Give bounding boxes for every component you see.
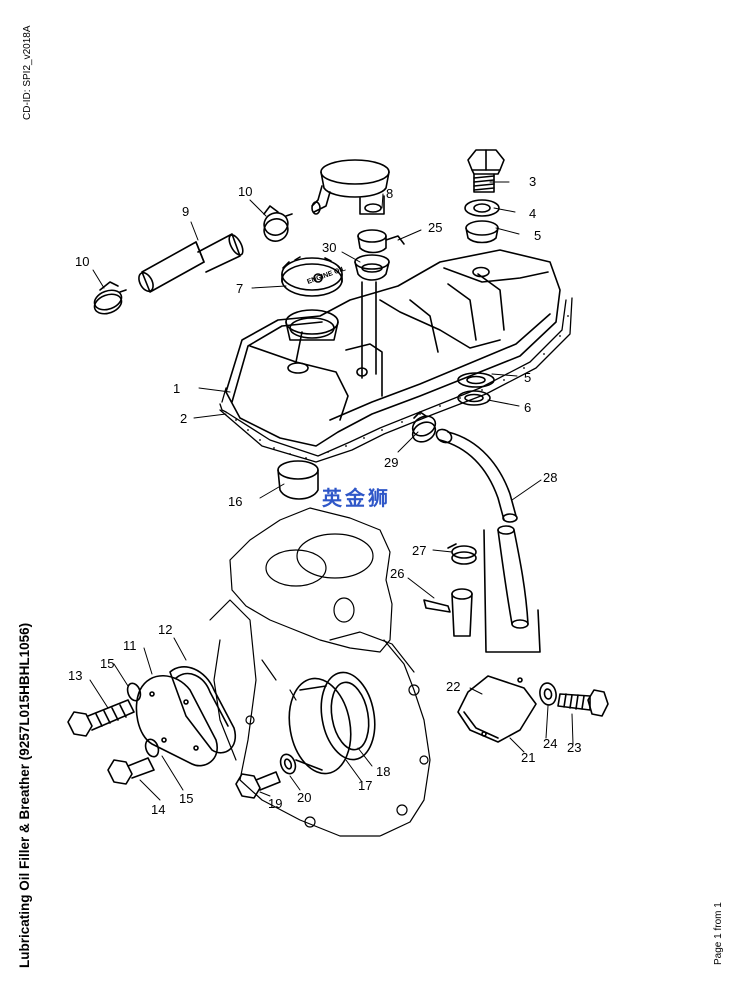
callout-9: 9 — [182, 204, 189, 219]
callout-18: 18 — [376, 764, 390, 779]
callout-11: 11 — [123, 638, 137, 653]
callout-13: 13 — [68, 668, 82, 683]
cover-bolt — [467, 149, 505, 193]
callout-21: 21 — [521, 750, 535, 765]
callout-7: 7 — [236, 281, 243, 296]
side-cover-plate — [135, 675, 218, 767]
rocker-cover — [225, 249, 561, 447]
callout-15a: 15 — [100, 656, 114, 671]
callout-28: 28 — [543, 470, 557, 485]
callout-29: 29 — [384, 455, 398, 470]
callout-5a: 5 — [534, 228, 541, 243]
filler-neck — [285, 309, 339, 341]
callout-10b: 10 — [238, 184, 252, 199]
blanking-plug — [277, 460, 319, 500]
oil-filler-cap — [281, 256, 343, 297]
pipe-clip — [447, 543, 477, 565]
washer-15 — [126, 682, 160, 758]
callout-labels: 1 2 3 4 5 5 6 7 8 9 10 10 11 12 13 14 15… — [68, 174, 581, 817]
washer-24 — [539, 682, 557, 706]
bolt-seal — [465, 220, 499, 244]
bolt-13 — [67, 699, 135, 737]
side-cover-gasket — [169, 666, 237, 754]
callout-2: 2 — [180, 411, 187, 426]
callout-4: 4 — [529, 206, 536, 221]
callout-26: 26 — [390, 566, 404, 581]
breather-ring — [354, 254, 390, 379]
callout-25: 25 — [428, 220, 442, 235]
callout-24: 24 — [543, 736, 557, 751]
hose-clip-small — [411, 411, 437, 443]
lower-seal — [457, 372, 495, 388]
bolt-14 — [107, 757, 155, 785]
breather-pipe — [435, 428, 541, 653]
watermark: 英金狮 — [322, 486, 391, 510]
callout-27: 27 — [412, 543, 426, 558]
callout-5b: 5 — [524, 370, 531, 385]
callout-19: 19 — [268, 796, 282, 811]
hose-clip — [263, 205, 293, 242]
callout-3: 3 — [529, 174, 536, 189]
bolt-washer — [464, 199, 500, 217]
gasket-stipple — [235, 315, 569, 459]
center-cover-gasket — [320, 671, 376, 761]
hose-clip — [93, 281, 127, 315]
callout-10a: 10 — [75, 254, 89, 269]
breather-hose — [138, 233, 244, 293]
callout-17: 17 — [358, 778, 372, 793]
callout-20: 20 — [297, 790, 311, 805]
breather-clip — [357, 229, 405, 254]
callout-16: 16 — [228, 494, 242, 509]
center-cover-plate — [288, 677, 352, 775]
leader-lines — [89, 181, 574, 801]
callout-8: 8 — [386, 186, 393, 201]
washer-20 — [279, 753, 297, 775]
bolt-23 — [557, 689, 609, 717]
callout-6: 6 — [524, 400, 531, 415]
callout-22: 22 — [446, 679, 460, 694]
rocker-cover-gasket — [219, 297, 573, 463]
callout-23: 23 — [567, 740, 581, 755]
lower-washer — [457, 390, 491, 406]
callout-30: 30 — [322, 240, 336, 255]
breather-valve — [311, 159, 390, 215]
callout-1: 1 — [173, 381, 180, 396]
pipe-adaptor — [423, 588, 473, 637]
bolt-19 — [235, 771, 281, 799]
callout-12: 12 — [158, 622, 172, 637]
engine-block — [209, 507, 431, 837]
blanking-plate-21 — [457, 675, 537, 743]
callout-15b: 15 — [179, 791, 193, 806]
callout-14: 14 — [151, 802, 165, 817]
